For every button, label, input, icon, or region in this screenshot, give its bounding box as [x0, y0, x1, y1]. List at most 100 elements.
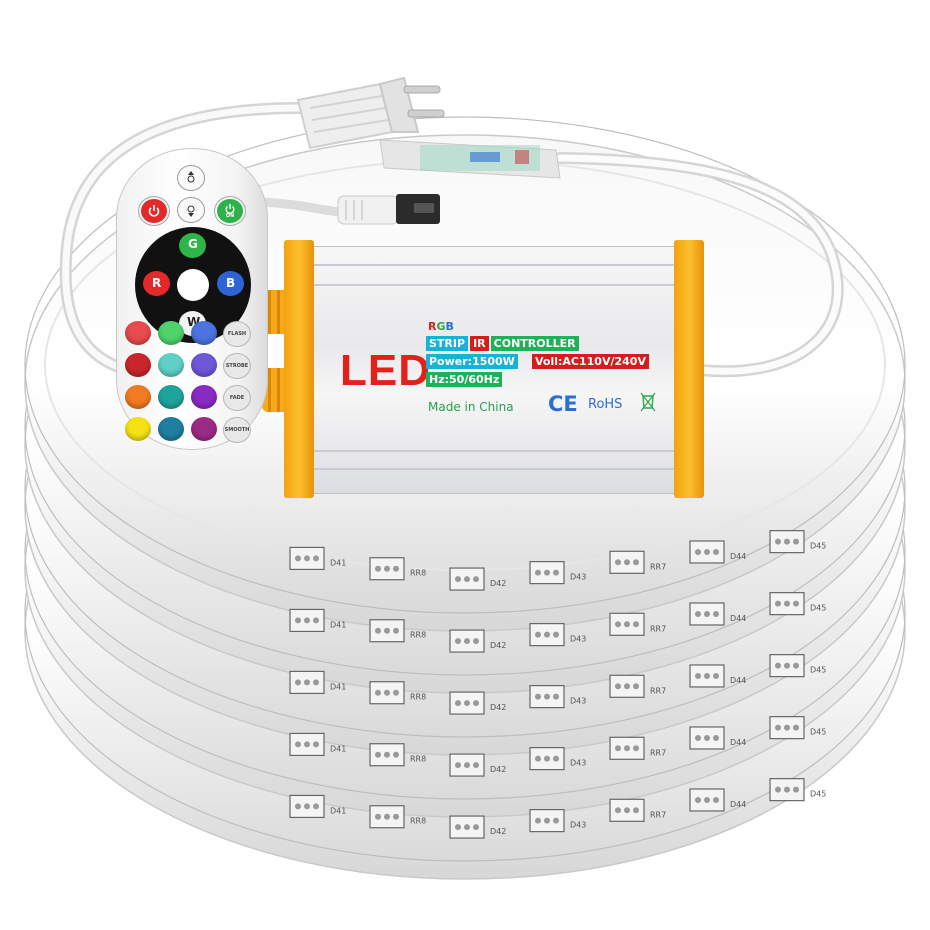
led-chip: D44: [689, 540, 746, 564]
led-chip: RR8: [369, 557, 426, 581]
led-chip: D43: [529, 561, 586, 585]
controller-rib: [296, 468, 682, 470]
color-preset-key[interactable]: [191, 417, 217, 441]
red-key[interactable]: [143, 271, 170, 296]
strip-coil-band-edge: [24, 116, 906, 614]
led-chip: D45: [769, 654, 826, 678]
white-center-key[interactable]: [177, 269, 209, 301]
led-chip-label: D43: [570, 759, 586, 768]
made-in-label: Made in China: [428, 400, 514, 414]
fade-button[interactable]: FADE: [223, 385, 251, 411]
led-chip-label: D42: [490, 579, 506, 588]
led-chip: D43: [529, 623, 586, 647]
led-chip: D45: [769, 592, 826, 616]
led-chip-label: D42: [490, 641, 506, 650]
color-preset-key[interactable]: [125, 353, 151, 377]
color-preset-key[interactable]: [158, 353, 184, 377]
led-chip: RR8: [369, 681, 426, 705]
led-chip-label: RR8: [410, 693, 426, 702]
led-chip: D42: [449, 691, 506, 715]
led-label: LED: [340, 346, 431, 395]
power-rating: Power:1500W: [426, 354, 518, 369]
led-chip: D43: [529, 809, 586, 833]
led-chip-label: D45: [810, 728, 826, 737]
rohs-mark: RoHS: [588, 397, 623, 412]
led-chip: D41: [289, 608, 346, 633]
ce-mark: CE: [548, 392, 578, 416]
led-chip: D41: [289, 546, 346, 571]
brightness-down-button[interactable]: [177, 197, 205, 223]
led-chip-label: D44: [730, 552, 746, 561]
led-chip-label: D43: [570, 821, 586, 830]
led-chip: RR8: [369, 743, 426, 767]
led-chip-label: RR7: [650, 624, 666, 633]
led-chip: D42: [449, 629, 506, 653]
color-preset-key[interactable]: [158, 321, 184, 345]
led-chip-label: D45: [810, 604, 826, 613]
ir-remote-control: ON G R B W FLASH STROBE FADE SMOOTH: [116, 148, 268, 450]
flash-button[interactable]: FLASH: [223, 321, 251, 347]
color-preset-key[interactable]: [125, 385, 151, 409]
power-on-icon: [225, 203, 235, 214]
led-chip: RR7: [609, 674, 666, 698]
led-chip: D41: [289, 670, 346, 695]
brightness-up-button[interactable]: [177, 165, 205, 191]
led-chip-label: D44: [730, 800, 746, 809]
led-chip-label: D42: [490, 765, 506, 774]
blue-key[interactable]: [217, 271, 244, 296]
led-chip-label: RR8: [410, 817, 426, 826]
led-chip: RR7: [609, 612, 666, 636]
led-chip: RR7: [609, 736, 666, 760]
led-chip: D45: [769, 716, 826, 740]
led-chip-label: RR8: [410, 569, 426, 578]
strip-led-chips: D41RR8D42D43RR7D44D45D41RR8D42D43RR7D44D…: [289, 530, 826, 839]
led-chip: D45: [769, 530, 826, 554]
power-off-button[interactable]: [139, 197, 169, 225]
weee-bin-icon: [640, 392, 656, 412]
led-chip-label: D41: [330, 682, 346, 691]
led-chip-label: D45: [810, 790, 826, 799]
color-preset-key[interactable]: [125, 321, 151, 345]
smooth-button[interactable]: SMOOTH: [223, 417, 251, 443]
controller-rib: [296, 284, 682, 286]
led-chip-label: D43: [570, 697, 586, 706]
led-chip: D44: [689, 602, 746, 626]
color-preset-key[interactable]: [191, 321, 217, 345]
led-chip: D42: [449, 567, 506, 591]
color-preset-key[interactable]: [158, 385, 184, 409]
led-chip: RR7: [609, 550, 666, 574]
led-chip-label: D45: [810, 542, 826, 551]
led-chip: D41: [289, 732, 346, 757]
led-chip-label: D41: [330, 744, 346, 753]
led-chip: D44: [689, 664, 746, 688]
led-chip: D43: [529, 747, 586, 771]
led-chip-label: D42: [490, 827, 506, 836]
green-key[interactable]: [179, 233, 206, 258]
color-preset-key[interactable]: [125, 417, 151, 441]
strobe-button[interactable]: STROBE: [223, 353, 251, 379]
brightness-up-icon: [187, 171, 195, 183]
color-preset-key[interactable]: [158, 417, 184, 441]
strip-ir-controller-label: STRIP IR CONTROLLER: [426, 336, 579, 351]
power-on-button[interactable]: ON: [215, 197, 245, 225]
led-chip: D44: [689, 726, 746, 750]
led-chip-label: RR8: [410, 755, 426, 764]
led-chip-label: D41: [330, 558, 346, 567]
green-key-label: G: [188, 237, 198, 251]
controller-end-cap-left: [284, 240, 314, 498]
dc-connector: [337, 194, 440, 225]
output-cable-highlight: [556, 154, 842, 375]
power-on-text: ON: [225, 213, 235, 219]
led-chip-label: RR7: [650, 562, 666, 571]
color-preset-key[interactable]: [191, 353, 217, 377]
led-chip: D41: [289, 794, 346, 819]
controller-rib: [296, 450, 682, 452]
power-cable-highlight: [62, 104, 304, 374]
led-chip-label: D44: [730, 614, 746, 623]
power-icon: [148, 205, 160, 217]
led-chip: D44: [689, 788, 746, 812]
controller-housing: [296, 246, 684, 494]
color-preset-key[interactable]: [191, 385, 217, 409]
led-chip-label: D41: [330, 620, 346, 629]
led-chip-label: D44: [730, 676, 746, 685]
